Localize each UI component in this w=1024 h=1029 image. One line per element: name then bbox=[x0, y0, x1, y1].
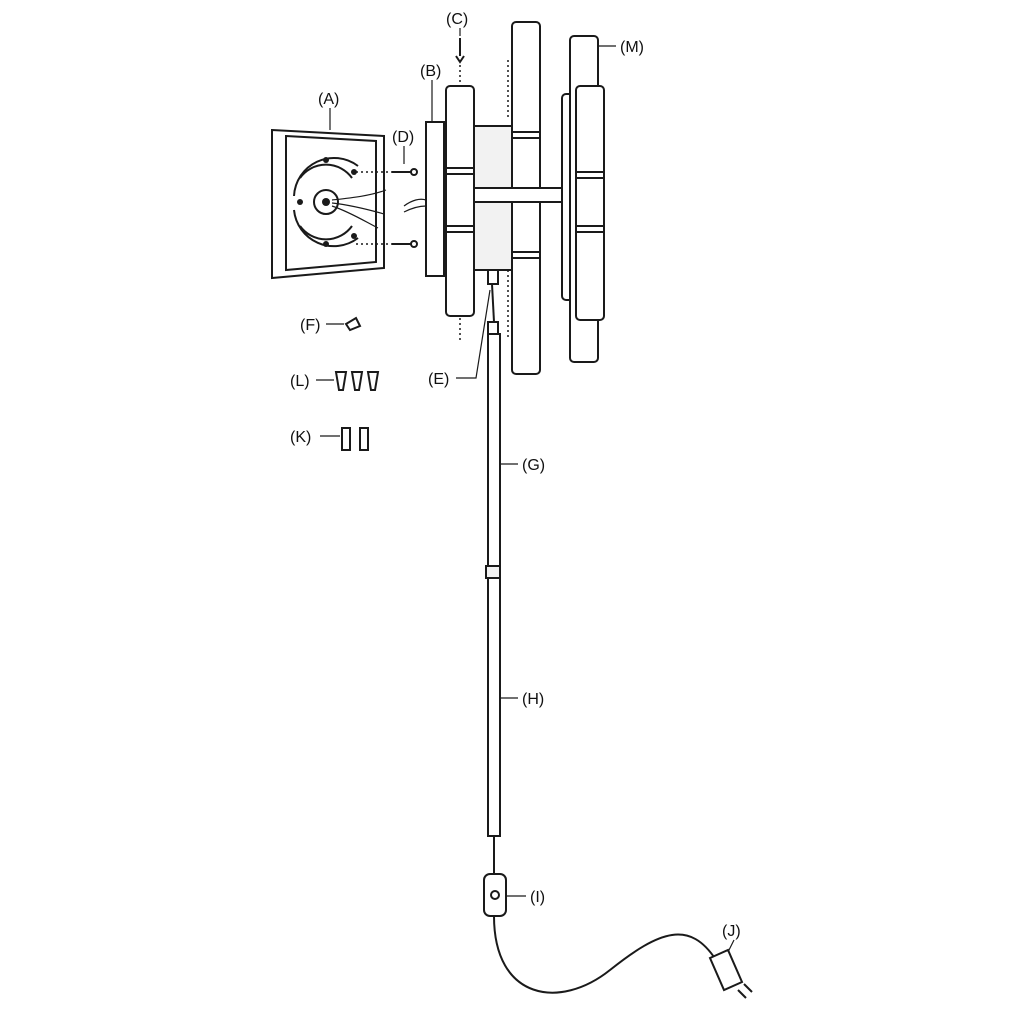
bracket-screws-d bbox=[392, 168, 418, 248]
label-k: (K) bbox=[290, 429, 311, 446]
label-i: (I) bbox=[530, 889, 545, 906]
label-e: (E) bbox=[428, 371, 449, 388]
leader-lines bbox=[316, 28, 735, 953]
label-d: (D) bbox=[392, 129, 414, 146]
label-g: (G) bbox=[522, 457, 545, 474]
cord-cover-h bbox=[487, 577, 501, 837]
label-c: (C) bbox=[446, 11, 468, 28]
power-cord bbox=[493, 915, 717, 994]
label-j: (J) bbox=[722, 923, 741, 940]
label-l: (L) bbox=[290, 373, 310, 390]
screw-f bbox=[344, 316, 362, 332]
cord-cover-g bbox=[487, 333, 501, 567]
label-m: (M) bbox=[620, 39, 644, 56]
inline-switch-i bbox=[483, 873, 507, 917]
mounting-plate-a bbox=[271, 128, 410, 280]
wood-screws-k bbox=[341, 427, 369, 451]
cord-cover bbox=[485, 269, 501, 874]
wall-anchors-l bbox=[334, 371, 380, 391]
label-f: (F) bbox=[300, 317, 320, 334]
top-screw-c bbox=[455, 38, 465, 64]
plug-j bbox=[708, 948, 753, 999]
label-a: (A) bbox=[318, 91, 339, 108]
light-tubes-m bbox=[445, 21, 605, 375]
label-b: (B) bbox=[420, 63, 441, 80]
label-h: (H) bbox=[522, 691, 544, 708]
supply-wires bbox=[331, 189, 387, 229]
bracket-slots bbox=[293, 156, 359, 248]
